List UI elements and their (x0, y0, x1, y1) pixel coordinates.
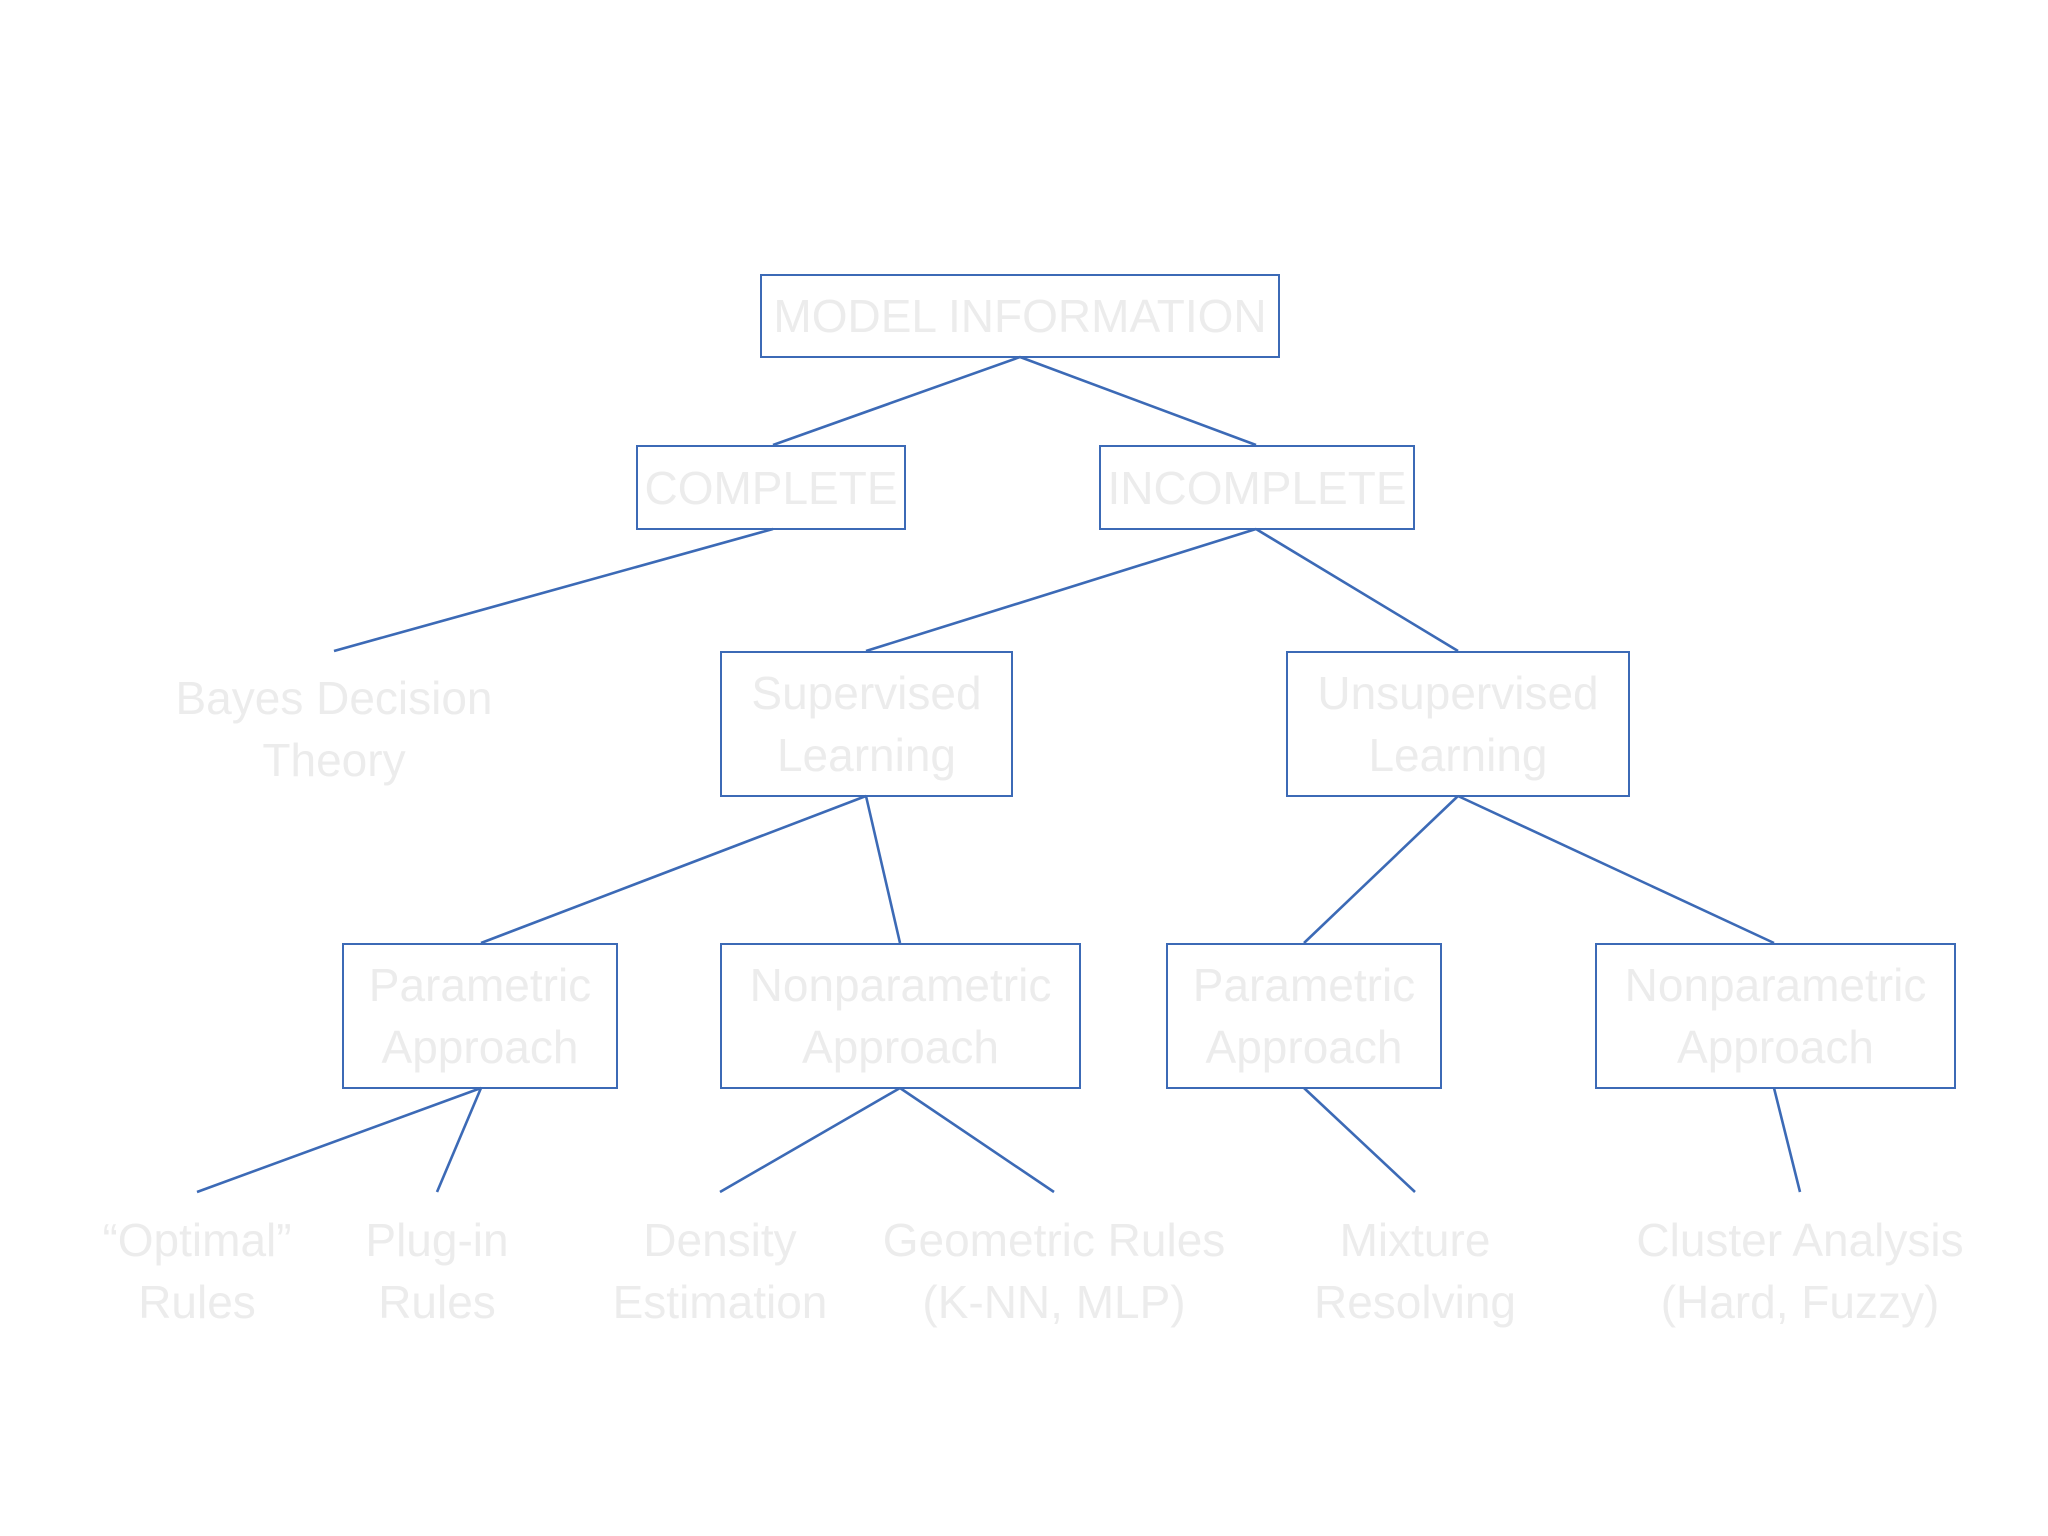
node-label-line-2: (K-NN, MLP) (922, 1276, 1186, 1328)
edge-nonparametric-to-geometric (899, 1086, 1055, 1194)
node-unsupervised-parametric-approach: Parametric Approach (1166, 943, 1442, 1089)
node-label-line-1: Parametric (368, 959, 592, 1011)
edge-supervised-to-nonparametric (864, 795, 902, 944)
node-cluster-analysis: Cluster Analysis (Hard, Fuzzy) (1610, 1206, 1990, 1336)
node-label-line-2: Rules (138, 1276, 256, 1328)
node-geometric-rules: Geometric Rules (K-NN, MLP) (872, 1206, 1236, 1336)
node-label-line-1: Density (643, 1214, 797, 1266)
node-plugin-rules: Plug-in Rules (340, 1206, 534, 1336)
node-label: MODEL INFORMATION (773, 290, 1267, 342)
node-label-line-1: Supervised (751, 667, 982, 719)
node-label-line-2: Resolving (1314, 1276, 1516, 1328)
node-label-line-1: “Optimal” (102, 1214, 292, 1266)
node-density-estimation: Density Estimation (598, 1206, 842, 1336)
node-label-line-1: Plug-in (365, 1214, 509, 1266)
edge-model-to-complete (772, 355, 1021, 447)
node-label-line-1: Nonparametric (749, 959, 1052, 1011)
node-label-line-1: Unsupervised (1317, 667, 1599, 719)
node-complete: COMPLETE (636, 445, 906, 530)
edge-complete-to-bayes (333, 527, 774, 653)
node-incomplete: INCOMPLETE (1099, 445, 1415, 530)
edge-parametric-to-mixture (1303, 1087, 1416, 1193)
node-unsupervised-nonparametric-approach: Nonparametric Approach (1595, 943, 1956, 1089)
edge-unsupervised-to-nonparametric (1457, 794, 1775, 945)
node-label-line-2: Approach (1205, 1021, 1403, 1073)
node-label: COMPLETE (644, 461, 898, 514)
node-label-line-1: Mixture (1339, 1214, 1491, 1266)
edge-nonparametric-to-density (719, 1086, 901, 1194)
node-label-line-1: Geometric Rules (882, 1214, 1226, 1266)
edge-incomplete-to-unsupervised (1255, 527, 1459, 653)
node-supervised-learning: Supervised Learning (720, 651, 1013, 797)
node-label-line-2: (Hard, Fuzzy) (1660, 1276, 1940, 1328)
node-label: INCOMPLETE (1107, 461, 1407, 514)
edge-unsupervised-to-parametric (1303, 795, 1459, 944)
node-label-line-1: Bayes Decision (175, 672, 493, 724)
node-label-line-2: Theory (262, 734, 406, 786)
node-label-line-1: Nonparametric (1624, 959, 1927, 1011)
node-optimal-rules: “Optimal” Rules (78, 1206, 316, 1336)
edge-parametric-to-plugin-rules (435, 1087, 483, 1193)
node-supervised-parametric-approach: Parametric Approach (342, 943, 618, 1089)
edge-nonparametric-to-cluster (1772, 1087, 1802, 1193)
node-label-line-2: Approach (802, 1021, 999, 1073)
node-mixture-resolving: Mixture Resolving (1300, 1206, 1530, 1336)
edge-incomplete-to-supervised (865, 527, 1257, 653)
node-model-information: MODEL INFORMATION (760, 274, 1280, 358)
edge-supervised-to-parametric (480, 794, 867, 945)
node-label-line-2: Learning (1368, 729, 1548, 781)
node-unsupervised-learning: Unsupervised Learning (1286, 651, 1630, 797)
node-supervised-nonparametric-approach: Nonparametric Approach (720, 943, 1081, 1089)
node-label-line-2: Learning (776, 729, 957, 781)
node-label-line-2: Approach (1677, 1021, 1874, 1073)
edge-model-to-incomplete (1019, 355, 1257, 447)
node-label-line-2: Rules (378, 1276, 496, 1328)
node-label-line-2: Approach (381, 1021, 579, 1073)
node-bayes-decision-theory: Bayes Decision Theory (164, 664, 504, 794)
node-label-line-1: Cluster Analysis (1636, 1214, 1964, 1266)
node-label-line-2: Estimation (612, 1276, 828, 1328)
node-label-line-1: Parametric (1192, 959, 1416, 1011)
edge-parametric-to-optimal-rules (196, 1086, 482, 1194)
